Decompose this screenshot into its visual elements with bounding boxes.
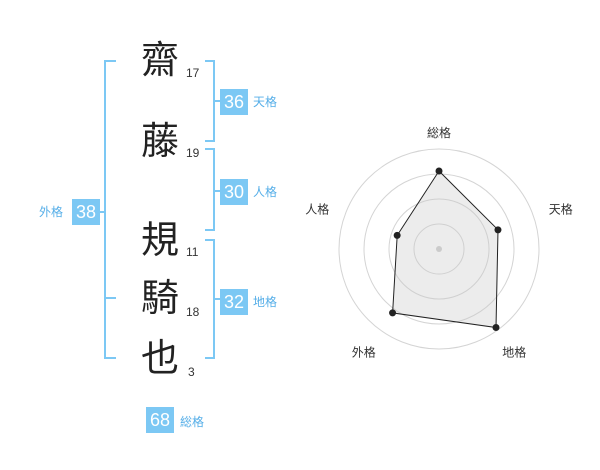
name-char-5: 也	[140, 336, 179, 380]
name-char-1: 齋	[140, 38, 179, 82]
radar-point-1	[435, 167, 443, 175]
gai-value: 38	[72, 199, 100, 225]
radar-center	[436, 246, 442, 252]
jin-bracket	[205, 148, 215, 231]
stroke-count-3: 11	[186, 245, 199, 259]
chi-label: 地格	[253, 295, 278, 309]
ten-value: 36	[220, 89, 248, 115]
name-char-2: 藤	[140, 119, 179, 163]
radar-axis-label-1: 総格	[427, 125, 451, 140]
name-char-4: 騎	[140, 276, 179, 320]
gai-label: 外格	[39, 205, 64, 219]
radar-polygon	[392, 170, 499, 329]
so-value: 68	[146, 407, 174, 433]
radar-axis-label-3: 地格	[502, 345, 526, 360]
radar-axis-label-2: 天格	[549, 201, 573, 216]
jin-label: 人格	[253, 185, 278, 199]
name-char-3: 規	[140, 218, 179, 262]
radar-axis-label-5: 人格	[305, 201, 329, 216]
stroke-count-5: 3	[188, 365, 195, 379]
jin-value: 30	[220, 179, 248, 205]
radar-point-4	[389, 309, 397, 317]
stroke-count-2: 19	[186, 146, 200, 160]
stroke-count-1: 17	[186, 66, 200, 80]
radar-point-3	[492, 323, 500, 331]
radar-axis-label-4: 外格	[352, 345, 376, 360]
radar-point-5	[393, 231, 401, 239]
radar-point-2	[494, 226, 502, 234]
radar-ring-1	[413, 223, 465, 275]
radar-ring-2	[388, 198, 490, 300]
so-label: 総格	[180, 415, 205, 429]
chi-value: 32	[220, 289, 248, 315]
stroke-count-4: 18	[186, 305, 200, 319]
gai-bracket	[104, 60, 116, 359]
ten-label: 天格	[253, 95, 278, 109]
